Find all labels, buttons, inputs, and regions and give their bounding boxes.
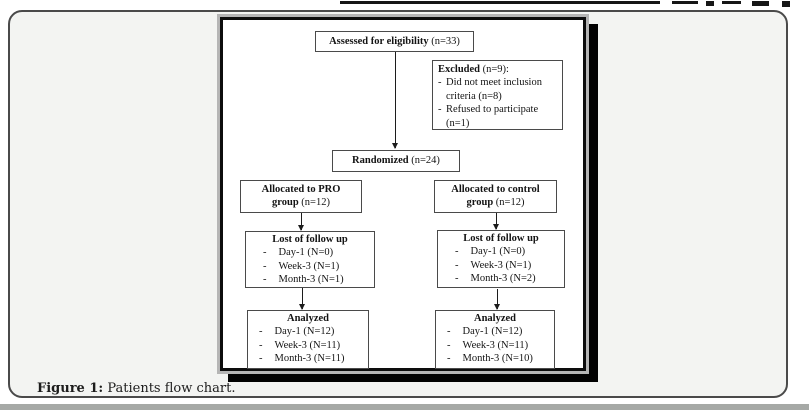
randomized-label: Randomized (n=24) bbox=[352, 155, 440, 167]
arrow-lost-control-to-analyzed bbox=[494, 289, 500, 310]
allocated-pro-line1: Allocated to PRO bbox=[261, 184, 341, 195]
flow-box-assessed: Assessed for eligibility (n=33) bbox=[315, 31, 474, 52]
flow-box-lost-control: Lost of follow up -Day-1 (N=0) -Week-3 (… bbox=[437, 230, 565, 288]
lost-control-item: -Week-3 (N=1) bbox=[455, 259, 532, 271]
analyzed-control-title: Analyzed bbox=[474, 313, 516, 324]
flow-box-analyzed-pro: Analyzed -Day-1 (N=12) -Week-3 (N=11) -M… bbox=[247, 310, 369, 369]
figure-card: Assessed for eligibility (n=33) Excluded… bbox=[8, 10, 788, 398]
figure-caption-label: Figure 1: bbox=[37, 381, 104, 396]
figure-caption: Figure 1: Patients flow chart. bbox=[37, 381, 235, 396]
allocated-pro-line2: group (n=12) bbox=[272, 197, 330, 209]
arrow-allocated-control-to-lost bbox=[493, 213, 499, 230]
flow-box-lost-pro: Lost of follow up -Day-1 (N=0) -Week-3 (… bbox=[245, 231, 375, 288]
figure-caption-text: Patients flow chart. bbox=[103, 381, 236, 396]
lost-pro-item: -Day-1 (N=0) bbox=[263, 247, 334, 259]
analyzed-pro-item: -Day-1 (N=12) bbox=[259, 326, 335, 338]
flow-box-allocated-control: Allocated to control group (n=12) bbox=[434, 180, 557, 213]
analyzed-control-item: -Month-3 (N=10) bbox=[447, 353, 533, 365]
flow-box-analyzed-control: Analyzed -Day-1 (N=12) -Week-3 (N=11) -M… bbox=[435, 310, 555, 369]
lost-pro-title: Lost of follow up bbox=[272, 234, 348, 245]
lost-control-item: -Month-3 (N=2) bbox=[455, 273, 536, 285]
lost-pro-item: -Week-3 (N=1) bbox=[263, 260, 340, 272]
lost-pro-item: -Month-3 (N=1) bbox=[263, 274, 344, 286]
analyzed-control-item: -Day-1 (N=12) bbox=[447, 326, 523, 338]
analyzed-pro-item: -Month-3 (N=11) bbox=[259, 353, 345, 365]
figure-panel: Assessed for eligibility (n=33) Excluded… bbox=[217, 14, 589, 374]
arrow-lost-pro-to-analyzed bbox=[299, 288, 305, 310]
flow-box-excluded: Excluded (n=9): - Did not meet inclusion… bbox=[432, 60, 563, 130]
allocated-control-line1: Allocated to control bbox=[451, 184, 540, 195]
bottom-divider bbox=[0, 404, 809, 410]
excluded-title: Excluded (n=9): bbox=[438, 64, 509, 75]
excluded-item: - Did not meet inclusion criteria (n=8) bbox=[438, 77, 542, 102]
assessed-label: Assessed for eligibility (n=33) bbox=[329, 35, 460, 47]
lost-control-title: Lost of follow up bbox=[463, 233, 539, 244]
arrow-allocated-pro-to-lost bbox=[298, 213, 304, 231]
arrow-assessed-to-randomized bbox=[392, 52, 398, 149]
lost-control-item: -Day-1 (N=0) bbox=[455, 246, 526, 258]
analyzed-control-item: -Week-3 (N=11) bbox=[447, 339, 529, 351]
excluded-item: - Refused to participate (n=1) bbox=[438, 104, 539, 129]
flow-box-randomized: Randomized (n=24) bbox=[332, 150, 460, 172]
analyzed-pro-title: Analyzed bbox=[287, 313, 329, 324]
allocated-control-line2: group (n=12) bbox=[466, 197, 525, 209]
analyzed-pro-item: -Week-3 (N=11) bbox=[259, 339, 341, 351]
flowchart: Assessed for eligibility (n=33) Excluded… bbox=[220, 17, 586, 371]
flow-box-allocated-pro: Allocated to PRO group (n=12) bbox=[240, 180, 362, 213]
